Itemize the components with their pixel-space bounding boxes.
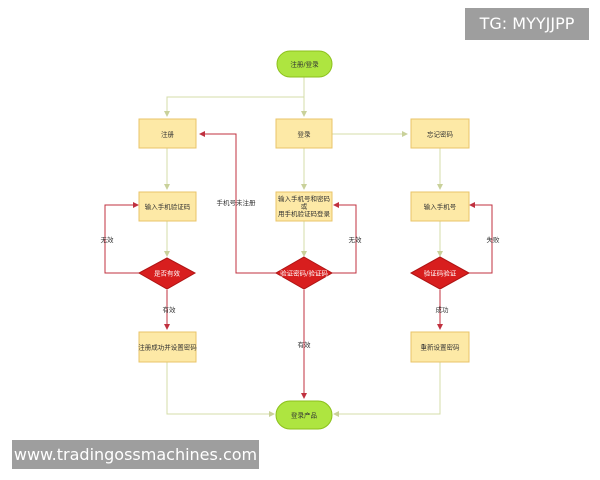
start-node: 注册/登录 [276, 50, 333, 78]
edge-label-valid-mid: 有效 [298, 340, 312, 349]
edge-left-invalid [104, 202, 140, 274]
end-label: 登录产品 [291, 411, 317, 420]
input-code-box [138, 191, 197, 222]
watermark-top: TG: MYYJJPP [465, 8, 589, 40]
login-box [275, 118, 333, 149]
end-node: 登录产品 [275, 400, 333, 430]
register-success-label: 注册成功并设置密码 [138, 343, 197, 352]
decision-verify-login-label: 验证密码/验证码 [280, 269, 328, 278]
register-box [138, 118, 197, 149]
edge-mid-unregistered [199, 131, 277, 274]
edge-mid-invalid [331, 202, 357, 274]
login-method-line3: 用手机验证码登录 [278, 209, 331, 218]
edge-regsuccess-end [166, 362, 275, 417]
login-label: 登录 [298, 130, 312, 139]
edge-reset-end [333, 362, 441, 417]
login-method-box [275, 191, 333, 222]
edge-label-fail-right: 失败 [487, 235, 501, 244]
edge-label-success-right: 成功 [436, 305, 450, 314]
edge-label-invalid-left: 无效 [101, 235, 115, 244]
decision-verify-login: 验证密码/验证码 [274, 256, 334, 290]
decision-verify-code: 验证码验证 [409, 256, 471, 290]
login-method-line2: 或 [301, 202, 308, 211]
register-label: 注册 [161, 130, 175, 139]
watermark-bottom: www.tradingossmachines.com [12, 440, 259, 469]
forgot-label: 忘记密码 [427, 130, 454, 139]
edge-right-fail [467, 202, 493, 274]
edge-label-unregistered: 手机号未注册 [217, 198, 257, 207]
reset-password-box [410, 331, 470, 363]
edge-label-invalid-mid: 无效 [349, 235, 363, 244]
decision-verify-code-label: 验证码验证 [424, 269, 457, 278]
edge-start-register [164, 96, 304, 117]
register-success-box [138, 331, 197, 363]
input-phone-box [410, 191, 470, 222]
reset-password-label: 重新设置密码 [421, 343, 461, 352]
decision-valid: 是否有效 [137, 257, 197, 290]
decision-valid-label: 是否有效 [154, 269, 181, 278]
login-method-line1: 输入手机号和密码 [278, 194, 331, 203]
input-phone-label: 输入手机号 [424, 202, 457, 211]
forgot-box [410, 118, 470, 149]
input-code-label: 输入手机验证码 [145, 202, 191, 211]
edge-label-valid-left: 有效 [163, 305, 177, 314]
start-label: 注册/登录 [290, 60, 319, 69]
